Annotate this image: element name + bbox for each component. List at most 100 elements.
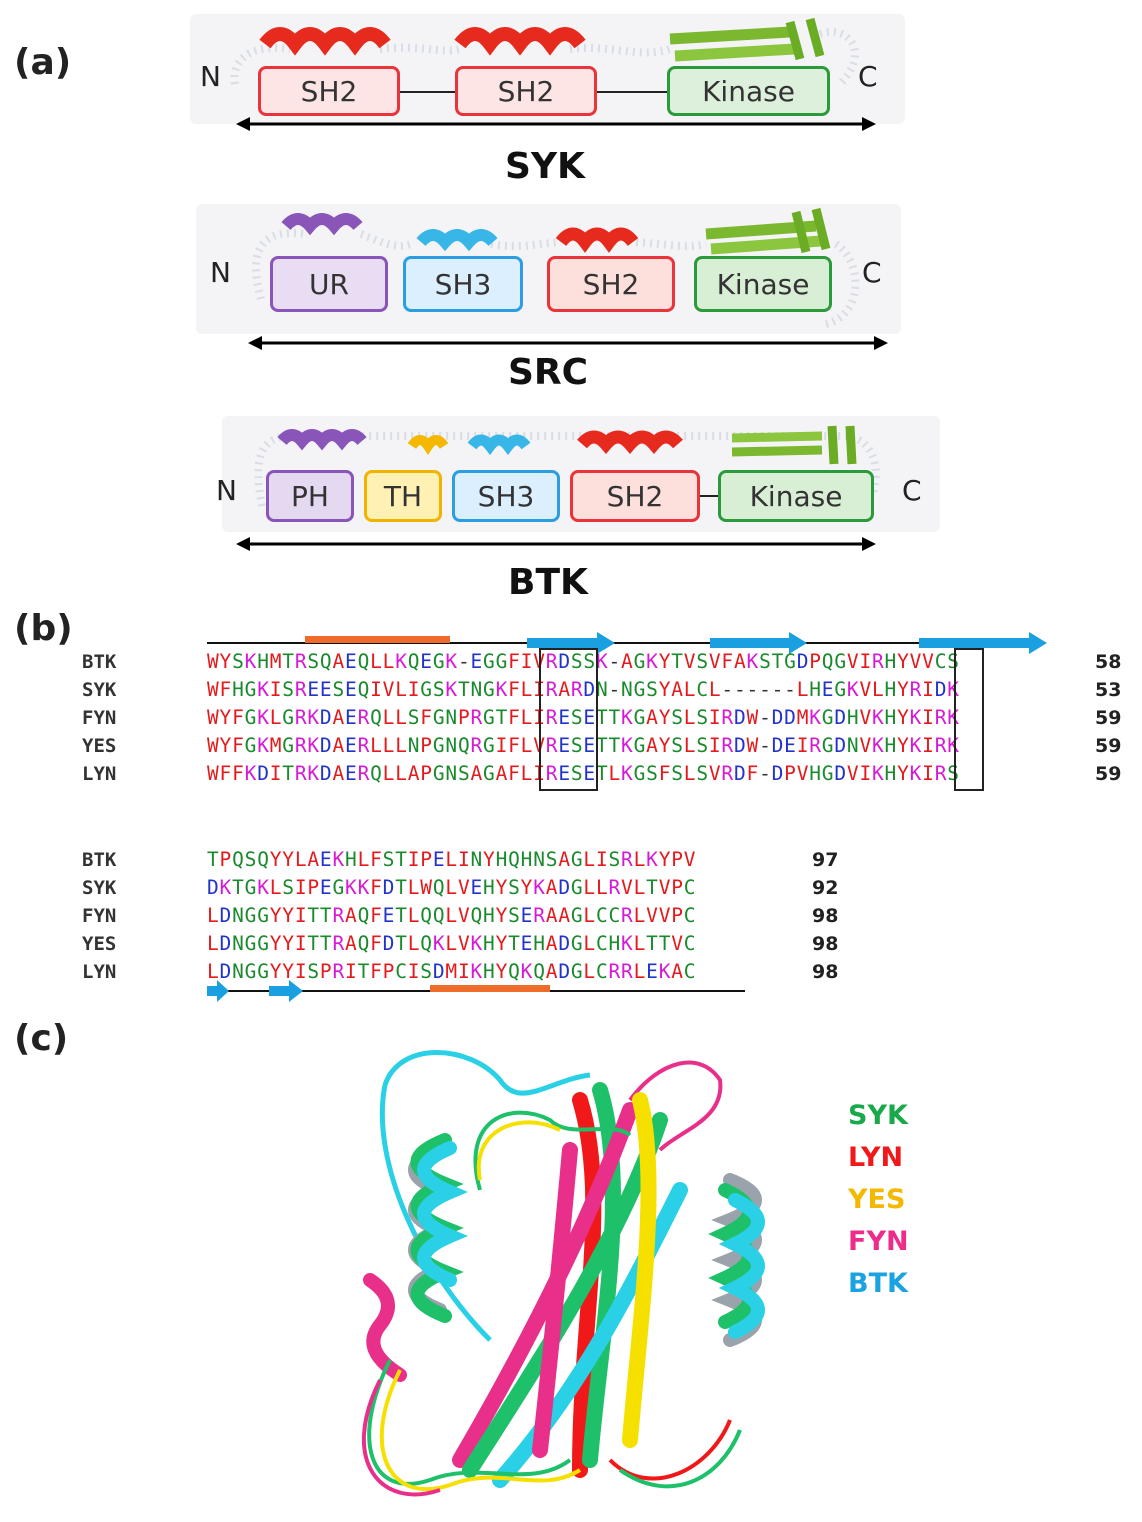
residue: L bbox=[633, 876, 647, 899]
residue: K bbox=[533, 876, 546, 899]
sequence-lyn-1: WFFKDITRKDAERQLLAPGNSAGAFLIRESETLKGSFSLS… bbox=[207, 762, 960, 785]
residue: L bbox=[520, 706, 534, 729]
seq-label-yes: YES bbox=[82, 735, 117, 757]
seq-end-fyn-1: 59 bbox=[1095, 707, 1122, 729]
residue: R bbox=[608, 876, 622, 899]
residue: Q bbox=[357, 678, 371, 701]
residue: L bbox=[207, 960, 220, 983]
residue: Y bbox=[520, 876, 534, 899]
residue: H bbox=[809, 762, 822, 785]
residue: L bbox=[395, 762, 408, 785]
seq-end-btk-2: 97 bbox=[812, 849, 839, 871]
sequence-syk-2: DKTGKLSIPEGKKFDTLWQLVEHYSYKADGLLRVLTVPC bbox=[207, 876, 696, 899]
residue: G bbox=[784, 650, 797, 673]
residue: D bbox=[319, 734, 333, 757]
residue: H bbox=[257, 650, 270, 673]
residue: V bbox=[708, 762, 722, 785]
residue: Y bbox=[282, 932, 295, 955]
residue: V bbox=[922, 650, 935, 673]
btk-name: BTK bbox=[508, 562, 588, 603]
residue: G bbox=[432, 706, 446, 729]
residue: R bbox=[533, 904, 546, 927]
residue: G bbox=[821, 762, 835, 785]
residue: G bbox=[633, 762, 647, 785]
residue: S bbox=[332, 678, 346, 701]
residue: F bbox=[508, 678, 521, 701]
residue: - bbox=[457, 650, 471, 673]
residue: A bbox=[621, 650, 634, 673]
residue: A bbox=[332, 762, 346, 785]
btk-structure-cartoon bbox=[254, 425, 880, 507]
residue: G bbox=[282, 706, 295, 729]
residue: E bbox=[319, 678, 333, 701]
residue: K bbox=[257, 734, 270, 757]
residue: F bbox=[508, 762, 521, 785]
residue: L bbox=[583, 876, 596, 899]
residue: D bbox=[784, 706, 797, 729]
residue: A bbox=[407, 762, 421, 785]
residue: D bbox=[558, 932, 571, 955]
residue: - bbox=[746, 678, 760, 701]
residue: P bbox=[420, 762, 433, 785]
residue: T bbox=[232, 876, 245, 899]
residue: Y bbox=[269, 848, 283, 871]
residue: Y bbox=[282, 960, 295, 983]
residue: L bbox=[683, 734, 697, 757]
residue: H bbox=[884, 706, 898, 729]
residue: V bbox=[658, 876, 672, 899]
residue: R bbox=[294, 706, 308, 729]
residue: F bbox=[370, 848, 383, 871]
residue: E bbox=[583, 706, 596, 729]
residue: Q bbox=[821, 650, 835, 673]
residue: S bbox=[646, 678, 659, 701]
residue: D bbox=[834, 734, 847, 757]
residue: W bbox=[746, 706, 760, 729]
residue: V bbox=[846, 650, 860, 673]
residue: R bbox=[721, 734, 734, 757]
residue: I bbox=[859, 762, 872, 785]
residue: V bbox=[658, 904, 672, 927]
seq-end-lyn-2: 98 bbox=[812, 961, 839, 983]
residue: - bbox=[771, 678, 785, 701]
residue: L bbox=[382, 762, 396, 785]
residue: F bbox=[219, 678, 233, 701]
residue: H bbox=[884, 734, 898, 757]
residue: G bbox=[570, 932, 584, 955]
residue: W bbox=[746, 734, 760, 757]
residue: H bbox=[520, 848, 534, 871]
residue: I bbox=[595, 848, 609, 871]
residue: R bbox=[621, 960, 634, 983]
residue: R bbox=[608, 960, 622, 983]
residue: K bbox=[357, 876, 371, 899]
residue: C bbox=[595, 960, 609, 983]
residue: L bbox=[683, 762, 697, 785]
btk-c-terminus: C bbox=[902, 474, 922, 507]
panel-c-label: (c) bbox=[14, 1018, 69, 1059]
residue: T bbox=[457, 678, 471, 701]
residue: K bbox=[432, 932, 446, 955]
residue: D bbox=[834, 762, 847, 785]
residue: D bbox=[771, 706, 785, 729]
residue: D bbox=[207, 876, 220, 899]
residue: E bbox=[558, 762, 571, 785]
residue: G bbox=[244, 706, 258, 729]
src-c-terminus: C bbox=[862, 256, 882, 289]
conserved-motif-box-flir bbox=[539, 648, 598, 791]
residue: S bbox=[420, 960, 433, 983]
residue: S bbox=[570, 762, 584, 785]
residue: H bbox=[608, 932, 622, 955]
residue: C bbox=[683, 960, 697, 983]
src-span-arrow bbox=[248, 336, 888, 350]
src-domain-sh2: SH2 bbox=[547, 256, 675, 312]
residue: N bbox=[232, 932, 245, 955]
residue: H bbox=[345, 848, 358, 871]
residue: N bbox=[621, 678, 634, 701]
residue: T bbox=[307, 904, 320, 927]
residue: Q bbox=[420, 904, 433, 927]
residue: V bbox=[671, 932, 684, 955]
seq-label-btk: BTK bbox=[82, 651, 117, 673]
residue: I bbox=[859, 650, 872, 673]
residue: P bbox=[382, 960, 396, 983]
residue: I bbox=[294, 932, 308, 955]
residue: E bbox=[583, 762, 596, 785]
